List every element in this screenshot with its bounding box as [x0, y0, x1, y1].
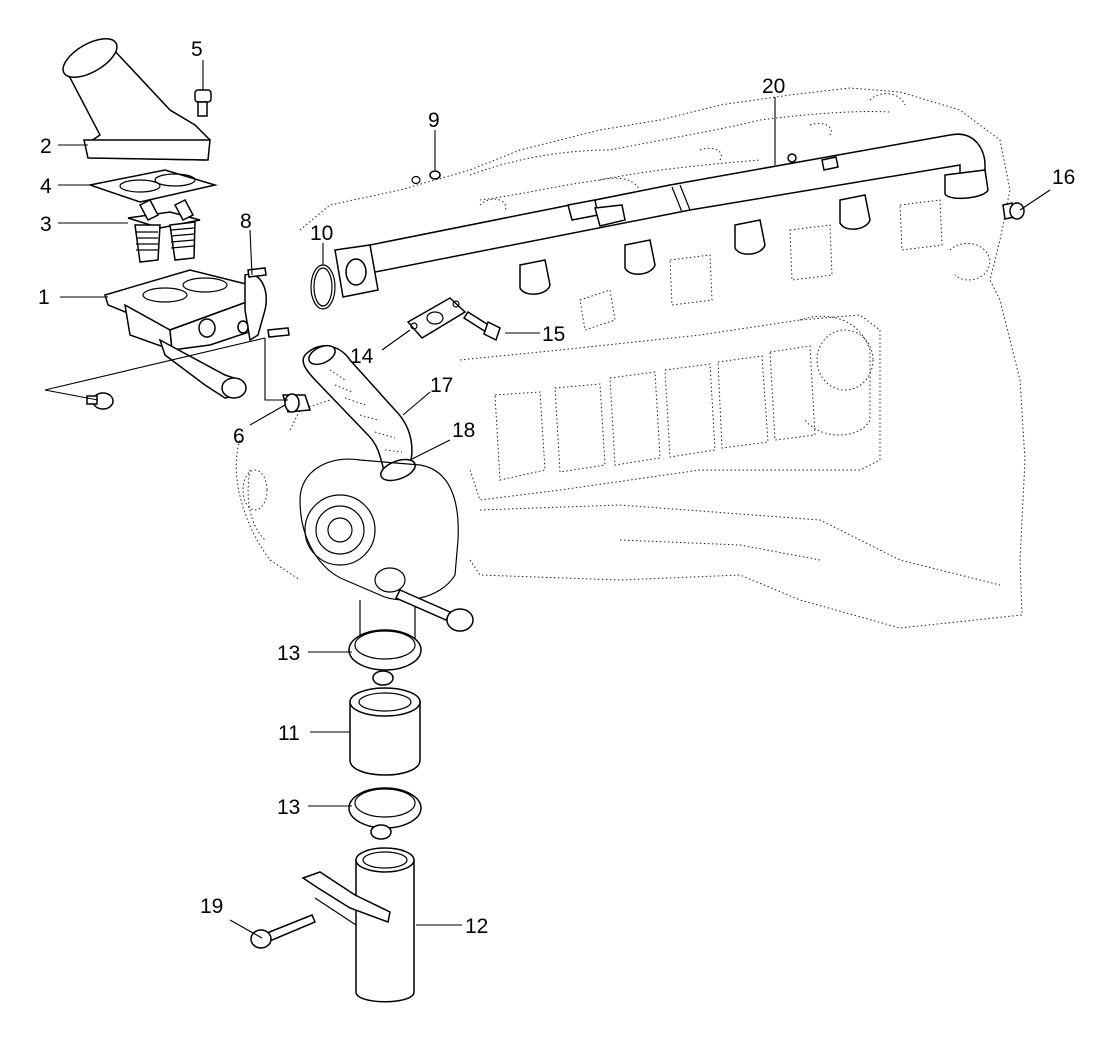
callout-13-lower: 13: [277, 796, 300, 819]
hose-clamp-18: [380, 458, 416, 482]
callout-8: 8: [240, 210, 252, 233]
nut-9: [411, 170, 441, 185]
bolt-15: [462, 310, 501, 342]
bolt-left: [86, 392, 114, 410]
callout-9: 9: [428, 109, 440, 132]
o-ring: [310, 264, 336, 310]
temperature-sensor: [281, 393, 312, 413]
callout-13-upper: 13: [277, 642, 300, 665]
callout-14: 14: [350, 345, 374, 368]
hose-clamp-13-lower: [348, 787, 422, 840]
callout-17: 17: [430, 374, 453, 397]
callout-20: 20: [762, 75, 785, 98]
callout-5: 5: [191, 38, 203, 61]
callout-2: 2: [40, 135, 52, 158]
hose-clamp-13-upper: [348, 629, 422, 686]
callout-11: 11: [278, 722, 300, 745]
hose-sleeve: [349, 687, 421, 776]
water-manifold-pipe: [334, 133, 989, 298]
callout-19: 19: [200, 895, 223, 918]
callout-4: 4: [40, 175, 52, 198]
thermostats: [127, 199, 201, 263]
callout-labels: 1 2 3 4 5 6 8 9 10 11 12 13 13 14 15 16 …: [38, 38, 1075, 938]
leader-lines: [44, 60, 1051, 939]
engine-block-outline: [235, 87, 1026, 629]
callout-1: 1: [38, 286, 50, 309]
callout-3: 3: [40, 213, 52, 236]
callout-6: 6: [233, 425, 245, 448]
callout-12: 12: [465, 915, 488, 938]
callout-10: 10: [310, 222, 333, 245]
bolt-5: [194, 89, 212, 117]
coolant-pipe: [301, 847, 415, 1003]
callout-15: 15: [542, 323, 565, 346]
thermostat-gasket: [87, 169, 218, 203]
thermostat-outlet-housing: [62, 37, 211, 161]
callout-16: 16: [1052, 166, 1075, 189]
pump-bolt: [394, 589, 474, 632]
bolt-16: [1002, 202, 1025, 220]
callout-18: 18: [452, 419, 475, 442]
water-pump: [299, 458, 459, 640]
bolt-19: [250, 914, 316, 949]
thermostat-housing: [104, 269, 267, 399]
flange-gasket: [406, 297, 467, 339]
